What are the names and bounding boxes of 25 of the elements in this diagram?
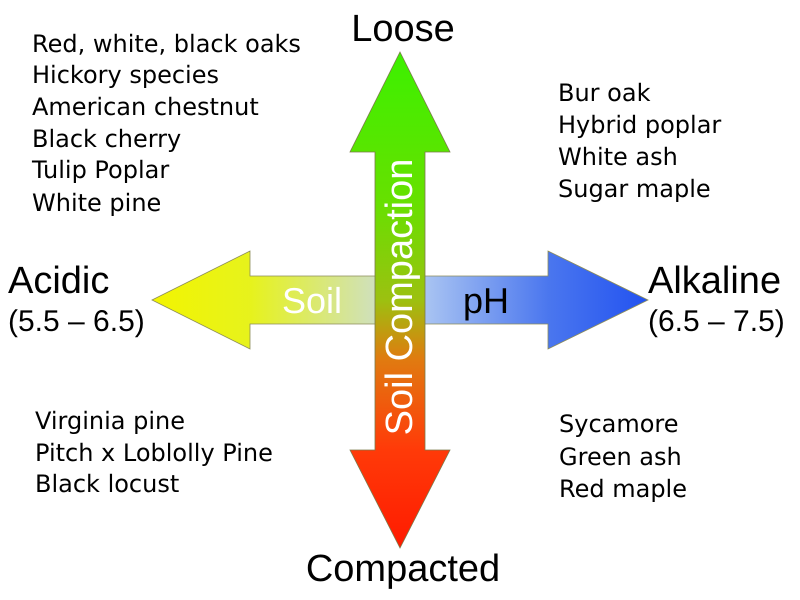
tree-species-name: Virginia pine [35, 407, 185, 436]
tree-species-name: Red, white, black oaks [32, 30, 301, 60]
ph-range-label: (6.5 – 7.5) [648, 305, 785, 340]
tree-species-name: White ash [558, 143, 678, 172]
tree-species-name: Pitch x Loblolly Pine [35, 439, 273, 468]
tree-species-name: White pine [32, 189, 162, 218]
tree-species-name: Green ash [559, 443, 682, 472]
axis-end-label: Compacted [306, 548, 500, 592]
arrow-label: Soil Compaction [381, 158, 419, 436]
axis-end-label: Alkaline [648, 260, 782, 304]
tree-species-name: Black locust [35, 470, 180, 500]
tree-species-name: Black cherry [32, 125, 182, 154]
tree-species-name: Hickory species [32, 61, 219, 90]
tree-species-name: Red maple [559, 475, 687, 504]
tree-species-name: Hybrid poplar [558, 111, 722, 140]
tree-species-name: Tulip Poplar [32, 156, 170, 186]
arrow-label: Soil [282, 280, 342, 322]
axis-end-label: Loose [351, 8, 455, 52]
tree-species-name: Sycamore [559, 410, 679, 440]
tree-species-name: Sugar maple [558, 175, 711, 204]
tree-species-name: American chestnut [32, 93, 259, 122]
ph-range-label: (5.5 – 6.5) [8, 305, 145, 340]
arrow-label: pH [463, 280, 510, 322]
axis-end-label: Acidic [8, 260, 110, 304]
tree-species-name: Bur oak [558, 79, 650, 108]
